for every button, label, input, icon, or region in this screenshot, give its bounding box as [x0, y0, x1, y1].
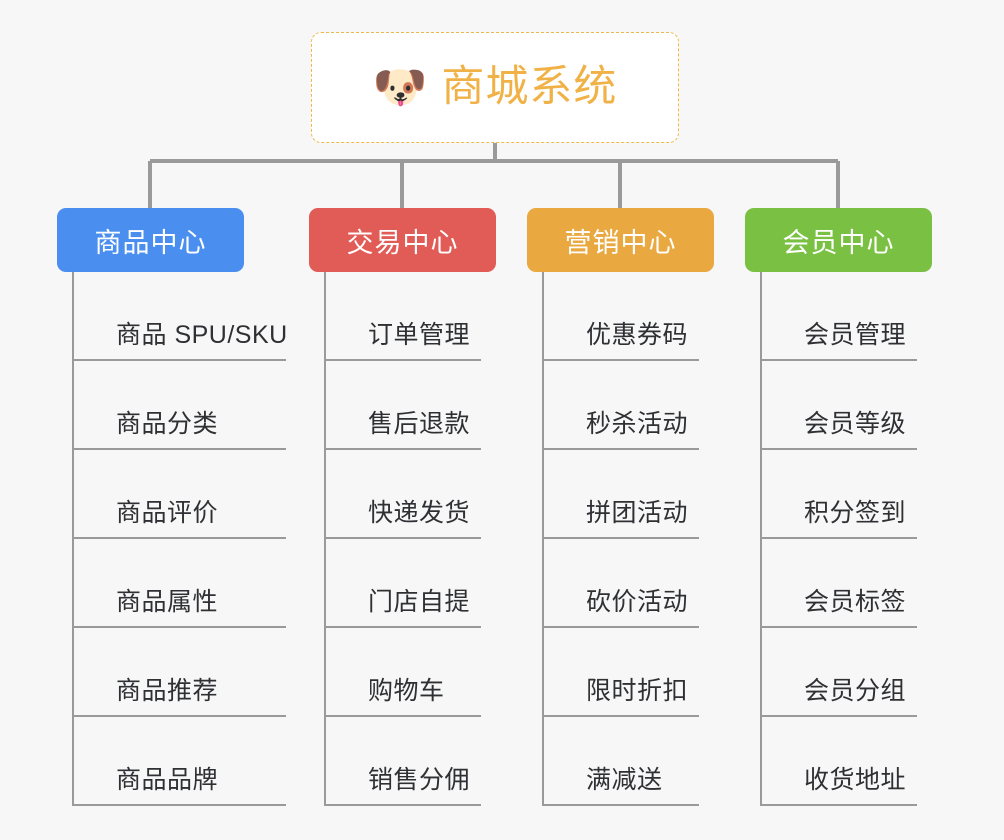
leaf-underline — [762, 626, 917, 628]
leaf-underline — [762, 359, 917, 361]
leaf-label: 秒杀活动 — [586, 410, 689, 438]
leaf-label: 商品 SPU/SKU — [116, 321, 288, 349]
leaf-underline — [544, 626, 699, 628]
leaf-label: 满减送 — [586, 766, 663, 794]
leaf-underline — [762, 448, 917, 450]
leaf-underline — [544, 448, 699, 450]
leaf-label: 销售分佣 — [368, 766, 471, 794]
root-title: 商城系统 — [441, 62, 618, 111]
leaf-underline — [326, 715, 481, 717]
leaf-underline — [74, 804, 286, 806]
category-header-4[interactable]: 会员中心 — [745, 208, 932, 272]
branch-column-3: 营销中心优惠券码秒杀活动拼团活动砍价活动限时折扣满减送 — [527, 208, 714, 806]
leaf-label: 订单管理 — [368, 321, 471, 349]
leaf-underline — [326, 537, 481, 539]
leaf-label: 快递发货 — [368, 499, 471, 527]
leaf-underline — [762, 804, 917, 806]
leaf-label: 商品推荐 — [116, 677, 219, 705]
category-header-3[interactable]: 营销中心 — [527, 208, 714, 272]
leaf-item[interactable]: 商品分类 — [74, 361, 288, 450]
leaf-label: 收货地址 — [804, 766, 907, 794]
leaf-underline — [74, 626, 286, 628]
leaf-item[interactable]: 会员标签 — [762, 539, 932, 628]
leaf-list-4: 会员管理会员等级积分签到会员标签会员分组收货地址 — [760, 272, 932, 806]
leaf-item[interactable]: 限时折扣 — [544, 628, 714, 717]
leaf-underline — [762, 537, 917, 539]
leaf-label: 会员等级 — [804, 410, 907, 438]
leaf-label: 砍价活动 — [586, 588, 689, 616]
leaf-label: 商品品牌 — [116, 766, 219, 794]
leaf-label: 购物车 — [368, 677, 445, 705]
leaf-list-1: 商品 SPU/SKU 商品分类商品评价商品属性商品推荐商品品牌 — [72, 272, 288, 806]
leaf-item[interactable]: 砍价活动 — [544, 539, 714, 628]
leaf-label: 售后退款 — [368, 410, 471, 438]
leaf-item[interactable]: 积分签到 — [762, 450, 932, 539]
shiba-dog-face-icon: 🐶 — [372, 62, 428, 112]
leaf-item[interactable]: 会员等级 — [762, 361, 932, 450]
category-header-1[interactable]: 商品中心 — [57, 208, 244, 272]
leaf-underline — [544, 804, 699, 806]
leaf-underline — [74, 359, 286, 361]
leaf-item[interactable]: 拼团活动 — [544, 450, 714, 539]
leaf-label: 会员分组 — [804, 677, 907, 705]
leaf-item[interactable]: 订单管理 — [326, 272, 496, 361]
branch-column-2: 交易中心订单管理售后退款快递发货门店自提购物车销售分佣 — [309, 208, 496, 806]
leaf-label: 拼团活动 — [586, 499, 689, 527]
leaf-underline — [544, 715, 699, 717]
leaf-label: 会员标签 — [804, 588, 907, 616]
leaf-item[interactable]: 满减送 — [544, 717, 714, 806]
leaf-label: 积分签到 — [804, 499, 907, 527]
root-node[interactable]: 🐶 商城系统 — [311, 32, 679, 143]
leaf-label: 优惠券码 — [586, 321, 689, 349]
leaf-item[interactable]: 商品属性 — [74, 539, 288, 628]
leaf-underline — [544, 359, 699, 361]
leaf-item[interactable]: 门店自提 — [326, 539, 496, 628]
leaf-list-3: 优惠券码秒杀活动拼团活动砍价活动限时折扣满减送 — [542, 272, 714, 806]
leaf-underline — [74, 537, 286, 539]
branch-column-1: 商品中心商品 SPU/SKU 商品分类商品评价商品属性商品推荐商品品牌 — [57, 208, 288, 806]
leaf-label: 商品分类 — [116, 410, 219, 438]
leaf-item[interactable]: 商品推荐 — [74, 628, 288, 717]
leaf-item[interactable]: 会员分组 — [762, 628, 932, 717]
leaf-underline — [544, 537, 699, 539]
leaf-label: 商品属性 — [116, 588, 219, 616]
leaf-underline — [326, 626, 481, 628]
leaf-item[interactable]: 商品 SPU/SKU — [74, 272, 288, 361]
leaf-item[interactable]: 商品评价 — [74, 450, 288, 539]
leaf-underline — [762, 715, 917, 717]
leaf-item[interactable]: 收货地址 — [762, 717, 932, 806]
branch-column-4: 会员中心会员管理会员等级积分签到会员标签会员分组收货地址 — [745, 208, 932, 806]
leaf-underline — [326, 359, 481, 361]
leaf-label: 门店自提 — [368, 588, 471, 616]
leaf-item[interactable]: 优惠券码 — [544, 272, 714, 361]
leaf-item[interactable]: 售后退款 — [326, 361, 496, 450]
leaf-underline — [74, 448, 286, 450]
leaf-item[interactable]: 快递发货 — [326, 450, 496, 539]
leaf-item[interactable]: 销售分佣 — [326, 717, 496, 806]
leaf-item[interactable]: 会员管理 — [762, 272, 932, 361]
leaf-item[interactable]: 商品品牌 — [74, 717, 288, 806]
leaf-label: 会员管理 — [804, 321, 907, 349]
leaf-list-2: 订单管理售后退款快递发货门店自提购物车销售分佣 — [324, 272, 496, 806]
category-header-2[interactable]: 交易中心 — [309, 208, 496, 272]
leaf-label: 限时折扣 — [586, 677, 689, 705]
leaf-item[interactable]: 购物车 — [326, 628, 496, 717]
leaf-item[interactable]: 秒杀活动 — [544, 361, 714, 450]
leaf-underline — [326, 804, 481, 806]
leaf-underline — [74, 715, 286, 717]
leaf-label: 商品评价 — [116, 499, 219, 527]
leaf-underline — [326, 448, 481, 450]
